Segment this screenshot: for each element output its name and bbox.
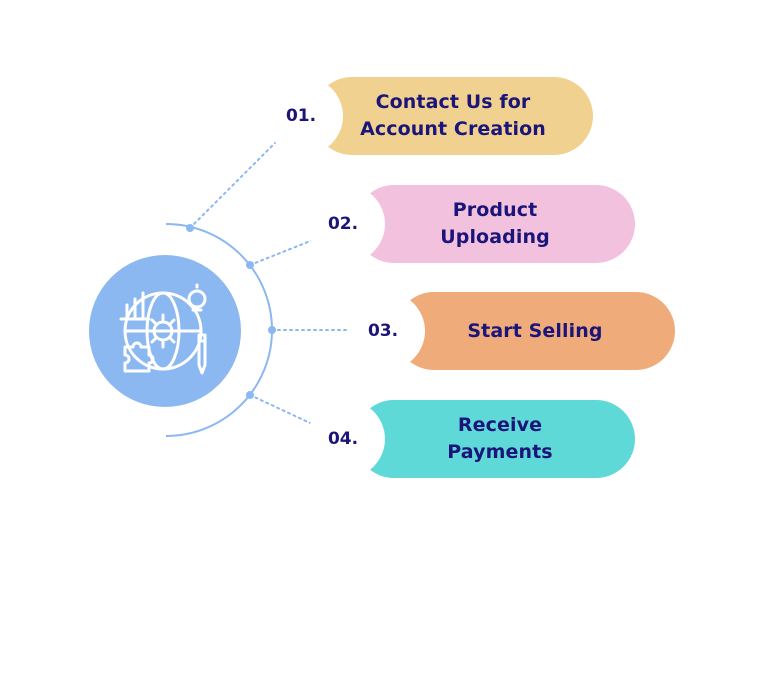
number-badge-3	[347, 292, 425, 370]
connector-dot-3	[268, 326, 276, 334]
step-pill-4	[355, 400, 635, 478]
number-badge-2	[307, 185, 385, 263]
step-label-2: Product Uploading	[440, 199, 550, 248]
step-2: 02. Product Uploading	[307, 185, 635, 263]
step-number-3: 03.	[367, 321, 399, 341]
step-label-4: Receive Payments	[447, 414, 553, 463]
step-pill-2	[355, 185, 635, 263]
step-label-3: Start Selling	[467, 319, 603, 342]
step-number-4: 04.	[327, 429, 359, 449]
number-badge-4	[307, 400, 385, 478]
connector-line-1	[189, 121, 297, 229]
step-pill-1	[313, 77, 593, 155]
step-3: 03. Start Selling	[347, 292, 675, 370]
step-label-1: Contact Us for Account Creation	[360, 91, 546, 140]
hub-circle	[89, 255, 241, 407]
step-number-2: 02.	[327, 214, 359, 234]
step-number-1: 01.	[285, 106, 317, 126]
step-4: 04. Receive Payments	[307, 400, 635, 478]
business-strategy-icon	[119, 283, 207, 375]
number-badge-1	[265, 77, 343, 155]
step-1: 01. Contact Us for Account Creation	[265, 77, 593, 155]
connector-dot-1	[186, 224, 194, 232]
step-pill-3	[395, 292, 675, 370]
connector-dot-4	[246, 391, 254, 399]
connector-dot-2	[246, 261, 254, 269]
